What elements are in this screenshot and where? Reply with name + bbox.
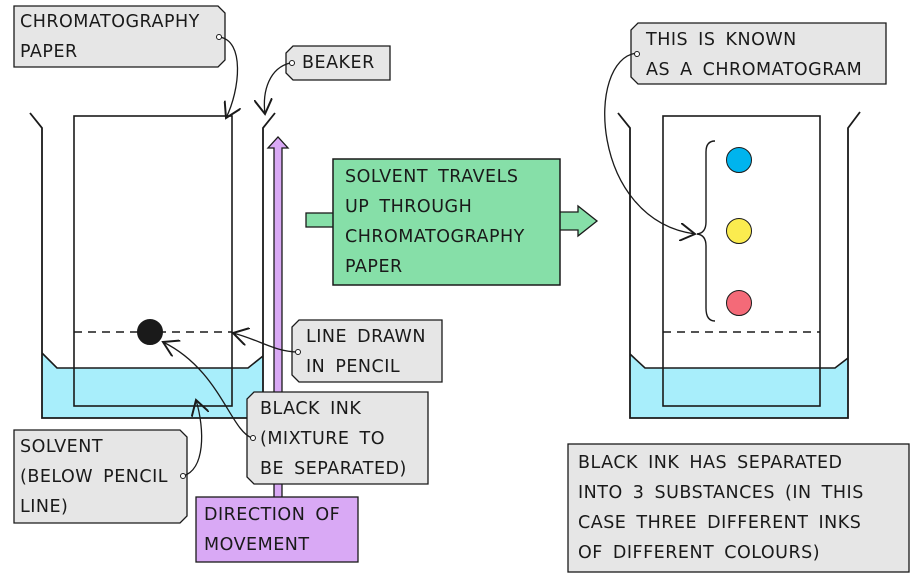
chromatogram-connector: [604, 52, 695, 234]
label-line: LINE): [20, 497, 69, 517]
chromatogram-label: THIS IS KNOWN AS A CHROMATOGRAM: [638, 25, 870, 85]
process-arrow-head: [558, 204, 599, 238]
paper-connector-dot: [216, 34, 222, 40]
pencil-line-connector: [233, 333, 299, 353]
solvent-label-bg: [13, 429, 188, 524]
label-line: BLACK INK HAS SEPARATED: [578, 453, 843, 473]
label-line: UP THROUGH: [345, 197, 473, 217]
solvent-connector: [182, 400, 202, 477]
left-solvent: [42, 353, 263, 418]
label-line: MOVEMENT: [204, 535, 310, 555]
black-ink-label-bg: [246, 391, 429, 485]
label-line: SOLVENT TRAVELS: [345, 167, 519, 187]
left-beaker: [29, 112, 276, 419]
direction-label-bg: [195, 496, 359, 563]
direction-of-movement-label: DIRECTION OF MOVEMENT: [196, 500, 348, 560]
chromatography-paper-label-bg: [13, 5, 226, 68]
label-line: SOLVENT: [20, 437, 104, 457]
result-label-bg: [567, 443, 910, 573]
solvent-connector-dot: [180, 473, 186, 479]
label-line: CASE THREE DIFFERENT INKS: [578, 513, 862, 533]
result-label: BLACK INK HAS SEPARATED INTO 3 SUBSTANCE…: [570, 448, 872, 568]
label-line: THIS IS KNOWN: [646, 30, 797, 50]
left-beaker-outline: [29, 112, 276, 419]
black-ink-connector: [163, 342, 253, 439]
left-solvent-surface: [41, 352, 264, 369]
solvent-label: SOLVENT (BELOW PENCIL LINE): [12, 432, 176, 522]
left-chromatography-paper: [73, 115, 233, 407]
process-box-bg: [332, 158, 561, 286]
label-line: OF DIFFERENT COLOURS): [578, 543, 821, 563]
right-solvent: [630, 354, 848, 418]
label-line: AS A CHROMATOGRAM: [646, 60, 863, 80]
label-line: PAPER: [345, 257, 403, 277]
beaker-connector-dot: [289, 60, 295, 66]
yellow-ink-spot: [726, 218, 752, 244]
label-line: INTO 3 SUBSTANCES (IN THIS: [578, 483, 864, 503]
label-line: BE SEPARATED): [260, 459, 407, 479]
beaker-label-bg: [285, 45, 391, 81]
black-ink-connector-dot: [250, 435, 256, 441]
label-line: DIRECTION OF: [204, 505, 341, 525]
process-arrow-tail: [305, 212, 337, 228]
black-ink-label: BLACK INK (MIXTURE TO BE SEPARATED): [252, 394, 415, 484]
chromatogram-connector-dot: [634, 51, 640, 57]
label-line: IN PENCIL: [306, 357, 401, 377]
right-chromatography-paper: [662, 115, 821, 407]
pencil-line-connector-dot: [295, 349, 301, 355]
label-line: (MIXTURE TO: [260, 429, 386, 449]
beaker-connector: [264, 62, 291, 114]
line-drawn-label-bg: [291, 319, 443, 383]
label-line: (BELOW PENCIL: [20, 467, 168, 487]
right-beaker: [617, 111, 861, 419]
label-line: LINE DRAWN: [306, 327, 426, 347]
spots-brace: [696, 140, 716, 322]
beaker-label: BEAKER: [294, 48, 383, 78]
chromatogram-label-bg: [630, 22, 887, 85]
blue-ink-spot: [726, 147, 752, 173]
label-line: BEAKER: [302, 53, 375, 73]
label-line: PAPER: [20, 42, 78, 62]
label-line: CHROMATOGRAPHY: [345, 227, 525, 247]
right-beaker-outline: [617, 111, 861, 419]
process-arrow: [305, 158, 599, 286]
line-drawn-label: LINE DRAWN IN PENCIL: [298, 322, 434, 382]
red-ink-spot: [726, 290, 752, 316]
process-label: SOLVENT TRAVELS UP THROUGH CHROMATOGRAPH…: [337, 162, 533, 282]
label-line: BLACK INK: [260, 399, 362, 419]
chromatography-paper-label: CHROMATOGRAPHY PAPER: [12, 7, 208, 67]
paper-connector: [218, 36, 238, 118]
black-ink-spot: [137, 319, 163, 345]
right-solvent-surface: [629, 353, 849, 369]
label-line: CHROMATOGRAPHY: [20, 12, 200, 32]
